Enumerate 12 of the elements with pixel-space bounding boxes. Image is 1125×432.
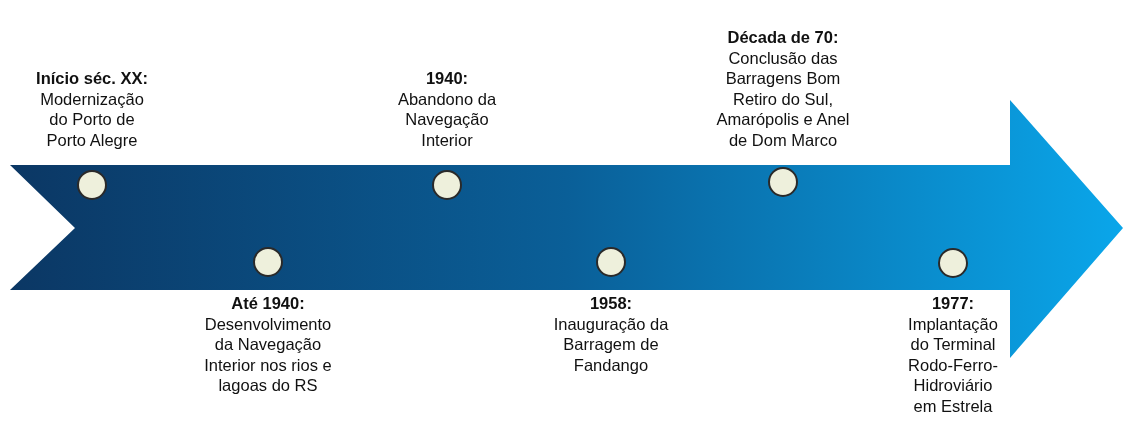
date-heading: 1958: (588, 293, 634, 314)
event-description: Implantação do Terminal Rodo-Ferro-Hidroviário em Estrela (907, 313, 999, 416)
date-heading: 1940: (424, 68, 470, 89)
event-description: Modernização do Porto de Porto Alegre (39, 88, 145, 150)
date-heading: 1977: (930, 293, 976, 314)
date-heading: Década de 70: (726, 27, 840, 48)
event-description: Abandono da Navegação Interior (396, 88, 498, 150)
event-description: Inauguração da Barragem de Fandango (552, 313, 670, 375)
date-heading: Início séc. XX: (35, 68, 149, 89)
event-description: Conclusão das Barragens Bom Retiro do Sul, Amarópolis e Anel de Dom Marco (715, 47, 851, 150)
date-heading: Até 1940: (230, 293, 306, 314)
event-description: Desenvolvimento da Navegação Interior nos rios e lagoas do RS (203, 313, 333, 396)
